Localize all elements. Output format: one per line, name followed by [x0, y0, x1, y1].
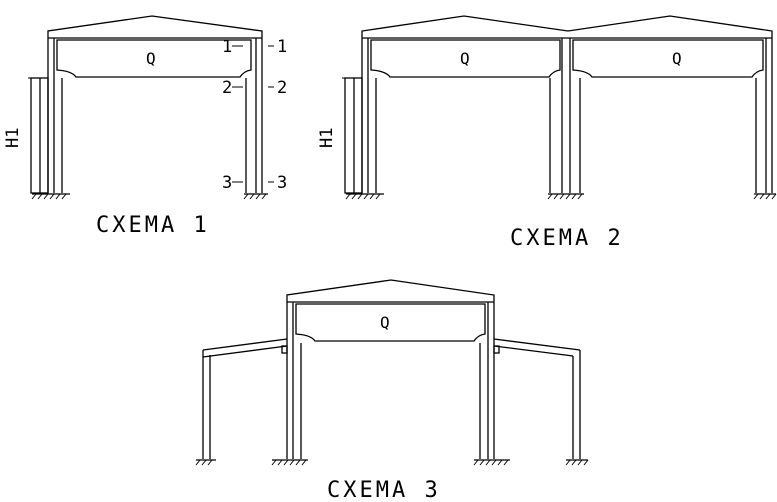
scheme-2-roof — [361, 15, 773, 38]
scheme-1: Q H1 1 1 — [3, 15, 287, 238]
svg-text:2: 2 — [277, 78, 287, 98]
scheme-3-crane-beam — [295, 303, 486, 342]
scheme-2-annex — [342, 77, 363, 194]
scheme-2-crane-beam-left — [370, 39, 561, 78]
scheme-3-left-main-column — [286, 302, 302, 459]
scheme-1-roof — [47, 15, 263, 38]
scheme-2-left-column — [361, 38, 377, 193]
scheme-1-annex — [28, 77, 49, 194]
scheme-3-far-right-support — [565, 459, 589, 466]
scheme-2-middle-column — [549, 38, 581, 193]
svg-text:1: 1 — [277, 37, 287, 57]
scheme-3: Q — [195, 279, 589, 502]
scheme-3-right-main-support — [473, 459, 510, 466]
scheme-3-far-left-support — [195, 459, 216, 466]
scheme-2-left-support — [345, 193, 384, 200]
scheme-1-section-2: 2 2 — [222, 78, 287, 98]
scheme-3-caption: CXEMA 3 — [327, 478, 441, 502]
svg-text:3: 3 — [222, 173, 232, 193]
scheme-1-right-column — [245, 38, 263, 193]
scheme-3-roof — [286, 279, 495, 302]
scheme-2-middle-support — [547, 193, 584, 200]
scheme-2-crane-label-right: Q — [672, 49, 682, 68]
scheme-1-section-1: 1 1 — [222, 37, 287, 57]
scheme-1-section-3: 3 3 — [222, 173, 287, 193]
scheme-1-left-column — [47, 38, 63, 193]
scheme-3-right-main-column — [479, 302, 495, 459]
scheme-2-height-label: H1 — [317, 128, 337, 148]
scheme-2-caption: CXEMA 2 — [510, 226, 624, 251]
scheme-3-left-lean-to — [202, 338, 288, 459]
scheme-2: Q Q H1 — [317, 15, 777, 251]
svg-text:1: 1 — [222, 37, 232, 57]
scheme-2-crane-beam-right — [572, 39, 764, 78]
scheme-1-crane-beam — [56, 39, 252, 78]
scheme-1-left-support — [31, 193, 70, 200]
scheme-1-height-label: H1 — [3, 128, 23, 148]
svg-text:3: 3 — [277, 173, 287, 193]
scheme-3-right-lean-to — [493, 338, 581, 459]
scheme-2-crane-label-left: Q — [460, 49, 470, 68]
svg-text:2: 2 — [222, 78, 232, 98]
scheme-3-left-main-support — [271, 459, 308, 466]
scheme-1-crane-label: Q — [146, 49, 156, 68]
scheme-2-right-support — [753, 193, 777, 200]
scheme-1-caption: CXEMA 1 — [96, 213, 210, 238]
scheme-2-right-column — [755, 38, 773, 193]
scheme-3-crane-label: Q — [380, 313, 390, 332]
scheme-1-right-support — [243, 193, 268, 200]
